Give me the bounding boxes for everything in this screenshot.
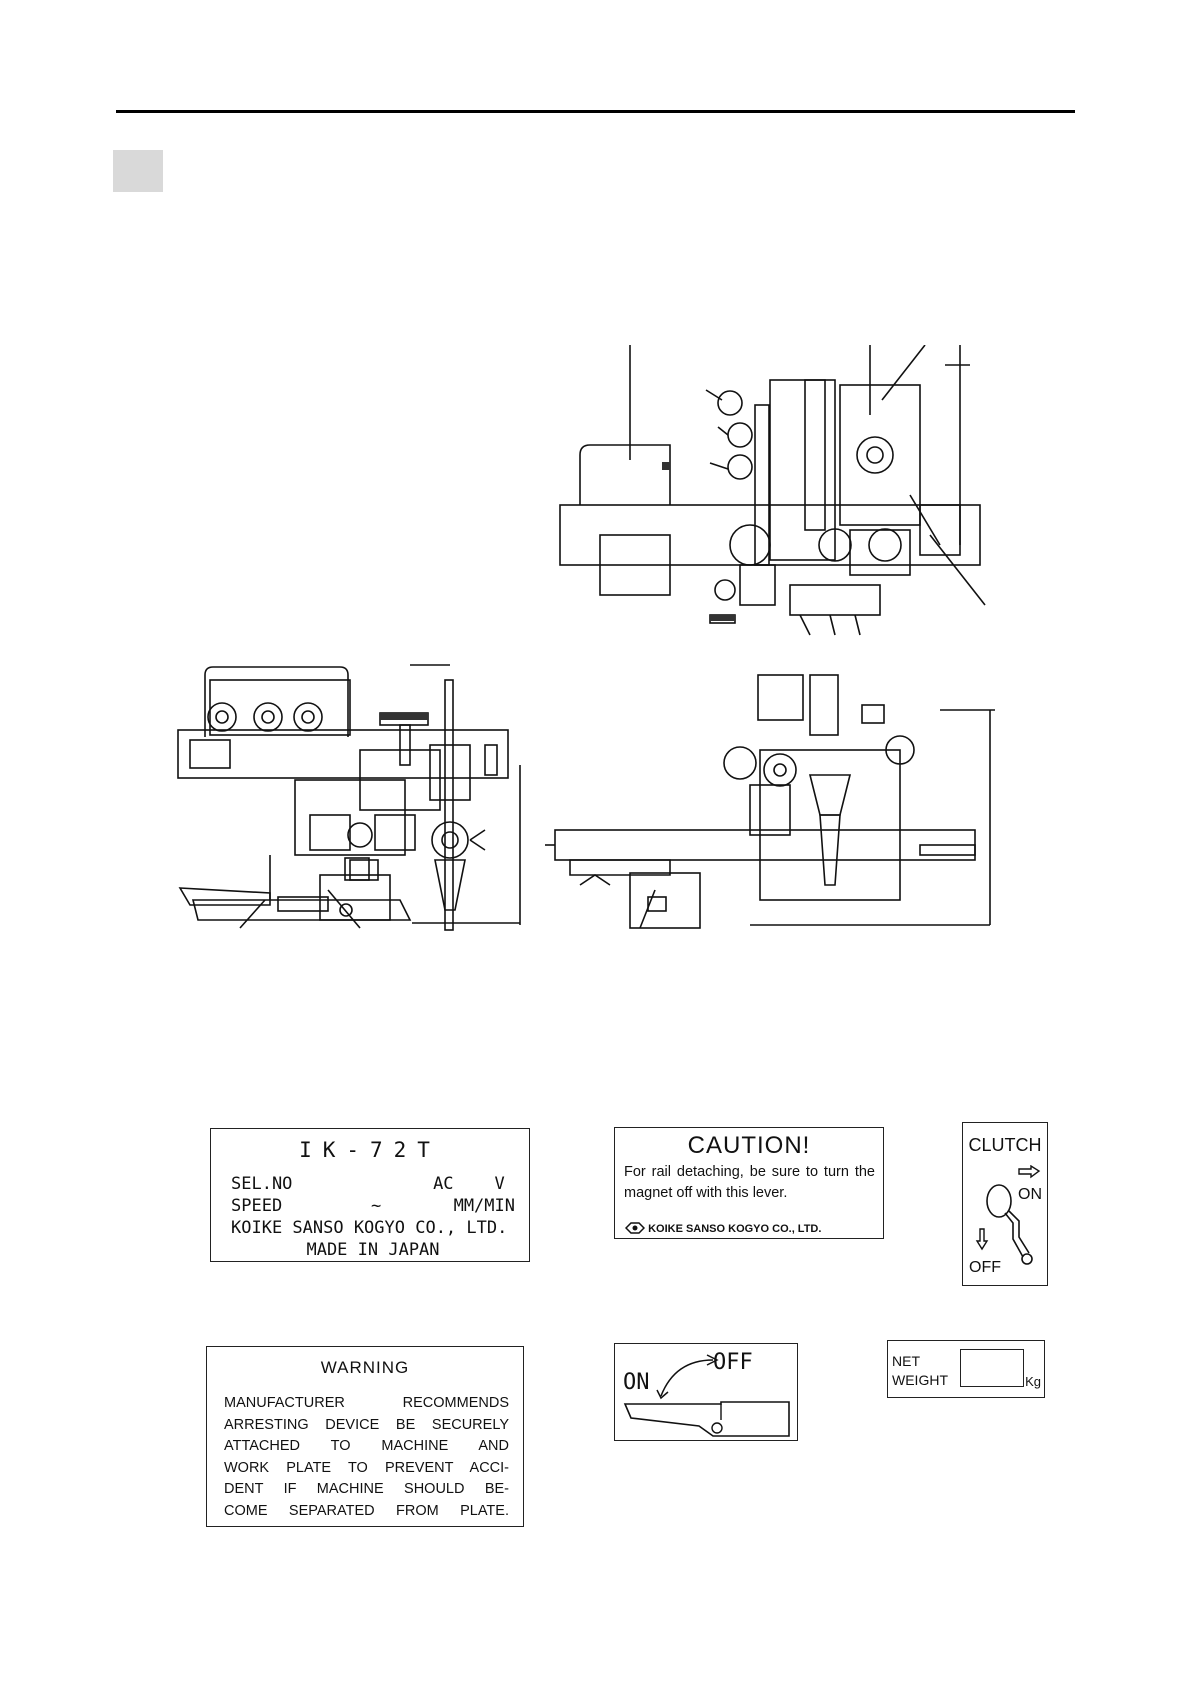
model-name: IK-72T [299, 1138, 441, 1162]
arrow-right-icon [1018, 1165, 1041, 1179]
weight-value-box [960, 1349, 1024, 1387]
warning-line: ATTACHED TO MACHINE AND [224, 1438, 509, 1454]
speed-range-sign: ~ [371, 1196, 382, 1216]
lever-icon [623, 1401, 790, 1437]
caution-company: KOIKE SANSO KOGYO CO., LTD. [648, 1223, 822, 1235]
lever-on-label: ON [623, 1370, 650, 1395]
warning-line: ARRESTING DEVICE BE SECURELY [224, 1416, 509, 1433]
nameplate: IK-72T SEL.NO AC V SPEED ~ MM/MIN KOIKE … [210, 1128, 530, 1262]
warning-line: COME SEPARATED FROM PLATE. [224, 1502, 509, 1519]
voltage-label: V [494, 1174, 505, 1194]
magnet-lever-plate: ON OFF [614, 1343, 798, 1441]
warning-line: MANUFACTURER RECOMMENDS [224, 1395, 509, 1411]
clutch-on-label: ON [1018, 1186, 1042, 1203]
section-marker [113, 150, 163, 192]
weight-unit: Kg [1025, 1374, 1041, 1389]
clutch-title: CLUTCH [968, 1135, 1042, 1155]
koike-logo-icon [624, 1222, 646, 1234]
speed-unit: MM/MIN [453, 1196, 515, 1216]
ac-label: AC [433, 1174, 454, 1194]
warning-text: MANUFACTURER RECOMMENDS ARRESTING DEVICE… [224, 1393, 509, 1522]
net-label: NET [892, 1353, 920, 1369]
curved-arrow-icon [656, 1354, 719, 1400]
base-plate [191, 899, 412, 921]
caution-plate: CAUTION! For rail detaching, be sure to … [614, 1127, 884, 1239]
warning-title: WARNING [320, 1358, 410, 1377]
header-rule [116, 110, 1075, 113]
lever-off-label: OFF [713, 1350, 753, 1375]
warning-line: DENT IF MACHINE SHOULD BE- [224, 1481, 509, 1497]
origin-label: MADE IN JAPAN [306, 1240, 440, 1260]
weight-label: WEIGHT [892, 1372, 948, 1388]
caution-text: For rail detaching, be sure to turn the … [624, 1164, 875, 1201]
clutch-lever-icon [986, 1184, 1033, 1265]
company-name: KOIKE SANSO KOGYO CO., LTD. [231, 1218, 508, 1238]
caution-title: CAUTION! [687, 1132, 811, 1159]
speed-label: SPEED [231, 1196, 283, 1216]
machine-drawing [177, 345, 995, 931]
arrow-down-icon [975, 1228, 989, 1251]
warning-line: WORK PLATE TO PREVENT ACCI- [224, 1459, 509, 1476]
clutch-off-label: OFF [969, 1259, 1001, 1276]
sel-no-label: SEL.NO [231, 1174, 293, 1194]
clutch-plate: CLUTCH ON OFF [962, 1122, 1048, 1286]
warning-plate: WARNING MANUFACTURER RECOMMENDS ARRESTIN… [206, 1346, 524, 1527]
net-weight-plate: NET WEIGHT Kg [887, 1340, 1045, 1398]
